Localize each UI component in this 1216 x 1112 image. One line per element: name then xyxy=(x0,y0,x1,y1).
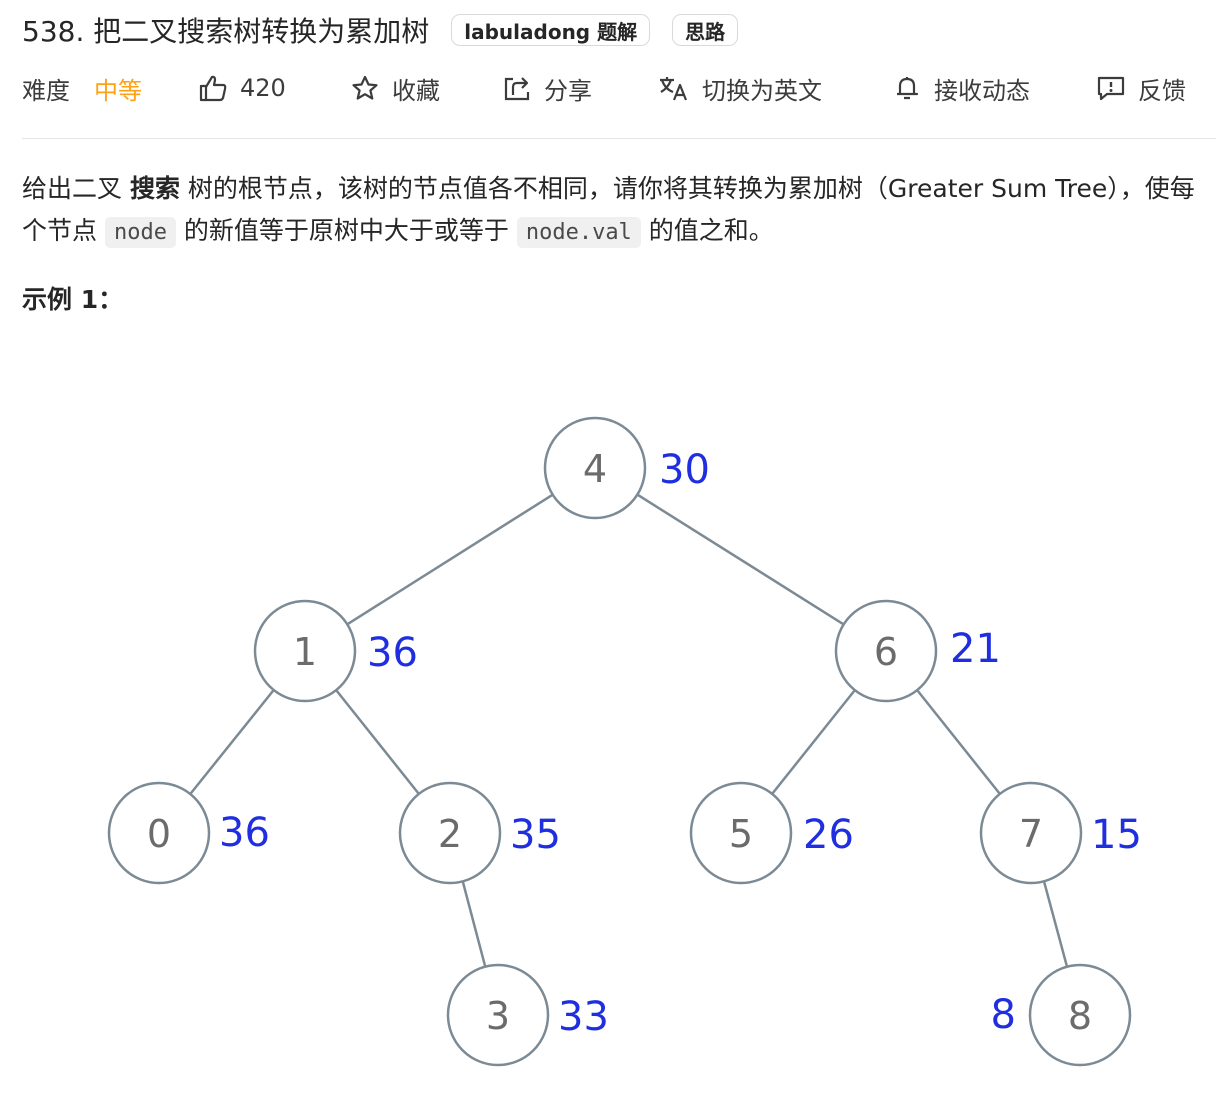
tree-node-sum: 21 xyxy=(950,626,1001,672)
description-bold: 搜索 xyxy=(129,174,180,203)
tree-node-sum: 15 xyxy=(1091,812,1142,858)
problem-description: 给出二叉 搜索 树的根节点，该树的节点值各不相同，请你将其转换为累加树（Grea… xyxy=(22,168,1212,254)
favorite-button[interactable]: 收藏 xyxy=(350,71,502,106)
code-node-val: node.val xyxy=(516,217,641,248)
tree-node xyxy=(1028,963,1132,1067)
tag-approach[interactable]: 思路 xyxy=(672,14,739,46)
tree-node xyxy=(979,781,1083,885)
tree-node-value: 4 xyxy=(583,447,607,491)
tag-labuladong-solution[interactable]: labuladong 题解 xyxy=(451,14,651,46)
tree-node-value: 3 xyxy=(486,994,510,1038)
tree-node-sum: 26 xyxy=(803,812,854,858)
tree-node-sum: 8 xyxy=(991,992,1016,1038)
title-row: 538. 把二叉搜索树转换为累加树 labuladong 题解 思路 xyxy=(22,8,739,52)
tree-node xyxy=(689,781,793,885)
star-icon xyxy=(352,75,378,100)
tree-node xyxy=(446,963,550,1067)
feedback-button[interactable]: 反馈 xyxy=(1096,71,1186,106)
tree-node-value: 7 xyxy=(1019,812,1043,856)
difficulty-value: 中等 xyxy=(94,76,142,105)
like-count: 420 xyxy=(240,74,286,102)
problem-title: 538. 把二叉搜索树转换为累加树 xyxy=(22,15,430,48)
tree-edge xyxy=(335,689,420,795)
tree-node xyxy=(107,781,211,885)
tree-edge xyxy=(636,493,845,626)
tree-node xyxy=(398,781,502,885)
tree-node xyxy=(834,599,938,703)
header-divider xyxy=(22,138,1216,139)
thumbs-up-icon xyxy=(199,75,227,102)
subscribe-label: 接收动态 xyxy=(934,76,1030,105)
like-button[interactable]: 420 xyxy=(198,74,350,102)
tree-node-sum: 33 xyxy=(558,994,609,1040)
share-label: 分享 xyxy=(544,76,592,105)
example-title: 示例 1： xyxy=(22,285,124,314)
switch-language-button[interactable]: 切换为英文 xyxy=(658,71,892,106)
tree-node-value: 8 xyxy=(1068,994,1092,1038)
switch-language-label: 切换为英文 xyxy=(702,76,822,105)
tree-node-value: 0 xyxy=(147,812,171,856)
difficulty: 难度 中等 xyxy=(22,71,198,106)
share-icon xyxy=(504,77,530,101)
meta-toolbar: 难度 中等 420 收藏 分享 xyxy=(22,66,1212,110)
tree-edge xyxy=(771,689,856,795)
tree-node xyxy=(253,599,357,703)
tree-node-sum: 36 xyxy=(219,810,270,856)
code-node: node xyxy=(104,217,176,248)
description-text: 给出二叉 xyxy=(22,174,130,203)
tree-node-sum: 30 xyxy=(659,447,710,493)
share-button[interactable]: 分享 xyxy=(502,71,658,106)
tree-edge xyxy=(189,689,275,795)
feedback-icon xyxy=(1097,76,1125,101)
tree-node-value: 2 xyxy=(438,812,462,856)
tree-edge xyxy=(461,881,487,967)
bell-icon xyxy=(897,77,919,100)
feedback-label: 反馈 xyxy=(1138,76,1186,105)
description-text: 的新值等于原树中大于或等于 xyxy=(183,216,517,245)
tree-node-value: 6 xyxy=(874,630,898,674)
tree-edge xyxy=(346,493,554,626)
subscribe-button[interactable]: 接收动态 xyxy=(892,71,1096,106)
tree-edge xyxy=(916,689,1001,795)
difficulty-label: 难度 xyxy=(22,76,70,105)
description-text: 树的根节点，该树的节点值各不相同，请你将其转换为累加树（Greater Sum … xyxy=(22,174,1195,245)
tree-node-value: 1 xyxy=(293,630,317,674)
favorite-label: 收藏 xyxy=(392,76,440,105)
tree-node xyxy=(543,416,647,520)
description-text: 的值之和。 xyxy=(648,216,774,245)
tree-node-sum: 35 xyxy=(510,812,561,858)
tree-node-sum: 36 xyxy=(367,630,418,676)
translate-icon xyxy=(660,77,688,101)
tree-node-value: 5 xyxy=(729,812,753,856)
tree-edge xyxy=(1042,880,1069,968)
